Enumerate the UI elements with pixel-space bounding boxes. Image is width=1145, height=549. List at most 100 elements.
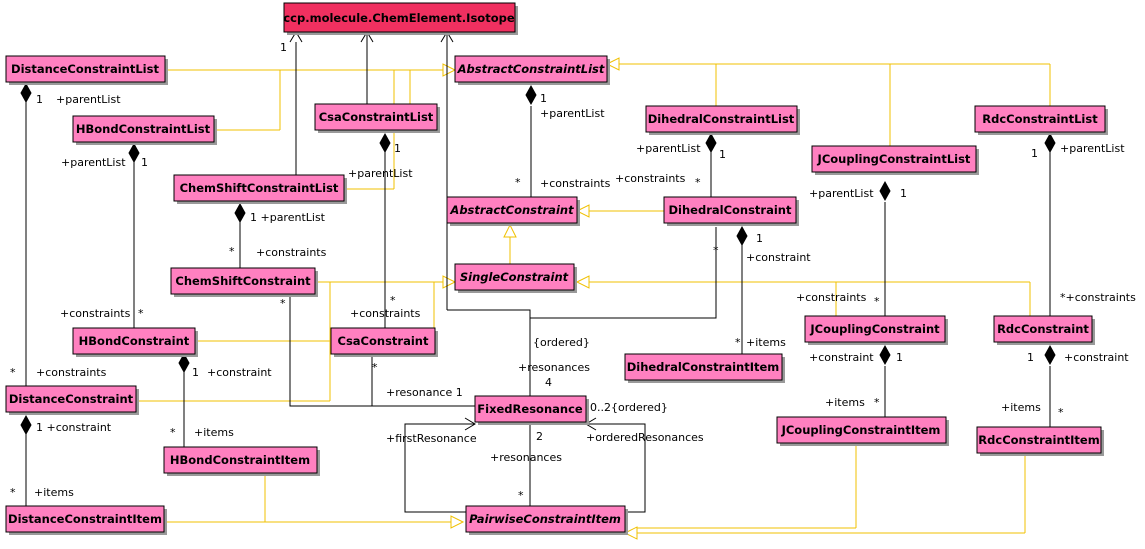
class-hbond-constraint-item-name: HBondConstraintItem (170, 453, 310, 467)
class-distance-constraint-item-name: DistanceConstraintItem (8, 512, 162, 526)
label-ordered: {ordered} (533, 336, 590, 349)
class-hbond-constraint[interactable]: HBondConstraint (72, 327, 198, 357)
class-chemshift-constraint-name: ChemShiftConstraint (175, 274, 311, 288)
label-rdc-items-role: +items (1001, 401, 1041, 414)
class-pairwise-constraint-item-name: PairwiseConstraintItem (469, 512, 621, 526)
label-csa-constraint-mult: * (390, 294, 396, 307)
label-hbond-constraint-role: +constraint (207, 366, 272, 379)
label-dihedral-list-role: +parentList (636, 142, 701, 155)
label-dihedral-resonance-mult: * (713, 244, 719, 257)
label-pairwise-item-mult: * (518, 489, 524, 502)
label-dihedral-list-mult: 1 (719, 148, 726, 161)
label-jcoupling-constraints-role: +constraints (796, 291, 867, 304)
class-csa-constraint[interactable]: CsaConstraint (330, 327, 438, 357)
class-hbond-constraint-item[interactable]: HBondConstraintItem (163, 446, 320, 476)
association-labels: 1 1 +parentList 1 +parentList +parentLis… (10, 41, 1136, 502)
label-resonance-role: +resonance 1 (386, 386, 463, 399)
label-chemshift-list-role: 1 +parentList (250, 211, 326, 224)
class-dihedral-constraint-list[interactable]: DihedralConstraintList (645, 105, 800, 135)
label-abstract-list-mult: 1 (540, 92, 547, 105)
label-first-resonance-role: +firstResonance (386, 432, 477, 445)
label-isotope-mult: 1 (280, 41, 287, 54)
class-jcoupling-constraint[interactable]: JCouplingConstraint (804, 315, 948, 345)
class-jcoupling-constraint-item[interactable]: JCouplingConstraintItem (776, 416, 949, 446)
label-hbond-list-mult: 1 (141, 156, 148, 169)
class-chemshift-constraint-list-name: ChemShiftConstraintList (180, 181, 339, 195)
label-distance-items-role: +items (34, 486, 74, 499)
class-hbond-constraint-list-name: HBondConstraintList (76, 122, 211, 136)
class-abstract-constraint[interactable]: AbstractConstraint (446, 196, 580, 226)
label-abstract-constraint-mult: * (515, 176, 521, 189)
class-hbond-constraint-name: HBondConstraint (79, 334, 190, 348)
class-chemshift-constraint[interactable]: ChemShiftConstraint (170, 267, 318, 297)
label-csa-constraints-role: +constraints (350, 307, 421, 320)
label-jcoupling-items-role: +items (825, 396, 865, 409)
class-dihedral-constraint[interactable]: DihedralConstraint (663, 196, 799, 226)
class-pairwise-constraint-item[interactable]: PairwiseConstraintItem (465, 505, 628, 535)
class-single-constraint[interactable]: SingleConstraint (454, 263, 577, 293)
class-jcoupling-constraint-list-name: JCouplingConstraintList (817, 152, 971, 166)
label-rdc-constraints-role: *+constraints (1060, 291, 1136, 304)
class-chemshift-constraint-list[interactable]: ChemShiftConstraintList (173, 174, 347, 204)
label-csa-resonance-mult: * (372, 361, 378, 374)
label-distance-list-mult: 1 (36, 93, 43, 106)
label-abstract-constraints-role: +constraints (540, 177, 611, 190)
label-rdc-constraint-role: +constraint (1064, 351, 1129, 364)
label-dihedral-item-mult-one: 1 (756, 232, 763, 245)
label-dihedral-items-role: +items (746, 336, 786, 349)
class-single-constraint-name: SingleConstraint (460, 270, 569, 284)
label-hbond-list-role: +parentList (61, 156, 126, 169)
class-distance-constraint-list[interactable]: DistanceConstraintList (5, 55, 168, 85)
label-dihedral-constraints-role: +constraints (615, 172, 686, 185)
label-distance-item-mult: * (10, 486, 16, 499)
generalization-lines (136, 63, 1051, 534)
label-distance-list-role: +parentList (56, 93, 121, 106)
class-dihedral-constraint-item[interactable]: DihedralConstraintItem (624, 353, 785, 383)
label-hbond-items-role: +items (194, 426, 234, 439)
class-isotope[interactable]: ccp.molecule.ChemElement.Isotope (283, 2, 518, 35)
class-csa-constraint-list-name: CsaConstraintList (319, 110, 434, 124)
class-dihedral-constraint-item-name: DihedralConstraintItem (627, 360, 780, 374)
label-rdc-item-mult: * (1058, 406, 1064, 419)
class-fixed-resonance-name: FixedResonance (477, 402, 583, 416)
class-abstract-constraint-list[interactable]: AbstractConstraintList (454, 55, 610, 85)
class-distance-constraint-item[interactable]: DistanceConstraintItem (5, 505, 167, 535)
class-hbond-constraint-list[interactable]: HBondConstraintList (72, 115, 217, 145)
class-jcoupling-constraint-list[interactable]: JCouplingConstraintList (811, 145, 979, 175)
class-csa-constraint-name: CsaConstraint (338, 334, 429, 348)
label-distance-constraints-role: +constraints (36, 366, 107, 379)
class-rdc-constraint[interactable]: RdcConstraint (993, 315, 1095, 345)
class-csa-constraint-list[interactable]: CsaConstraintList (314, 103, 440, 133)
class-rdc-constraint-list[interactable]: RdcConstraintList (974, 105, 1108, 135)
label-csa-list-role: +parentList (348, 167, 413, 180)
label-distance-constraint-mult: * (10, 366, 16, 379)
label-dihedral-constraint-role: +constraint (746, 251, 811, 264)
label-hbond-item-mult-one: 1 (192, 366, 199, 379)
class-jcoupling-constraint-name: JCouplingConstraint (809, 322, 940, 336)
label-hbond-constraint-mult: * (138, 307, 144, 320)
class-rdc-constraint-item[interactable]: RdcConstraintItem (976, 426, 1104, 456)
class-isotope-name: ccp.molecule.ChemElement.Isotope (283, 11, 514, 25)
label-chemshift-resonance-mult: * (280, 297, 286, 310)
label-resonances-mult: 4 (545, 376, 552, 389)
class-abstract-constraint-name: AbstractConstraint (449, 203, 574, 217)
class-abstract-constraint-list-name: AbstractConstraintList (457, 62, 605, 76)
class-distance-constraint-list-name: DistanceConstraintList (11, 62, 159, 76)
composition-diamonds (20, 82, 1056, 436)
label-ordered-resonances-mult: 0..2{ordered} (590, 401, 668, 414)
label-jcoupling-constraint-role: +constraint (809, 351, 874, 364)
label-chemshift-constraints-role: +constraints (256, 246, 327, 259)
class-fixed-resonance[interactable]: FixedResonance (474, 395, 589, 425)
label-rdc-list-role: +parentList (1060, 142, 1125, 155)
label-rdc-list-mult: 1 (1031, 147, 1038, 160)
label-jcoupling-list-role: +parentList (809, 187, 874, 200)
label-jcoupling-constraint-mult: * (874, 295, 880, 308)
label-pairwise-resonances-mult: 2 (536, 430, 543, 443)
class-distance-constraint[interactable]: DistanceConstraint (5, 385, 139, 415)
class-rdc-constraint-item-name: RdcConstraintItem (978, 433, 1099, 447)
class-distance-constraint-name: DistanceConstraint (9, 392, 134, 406)
label-ordered-resonances-role: +orderedResonances (586, 431, 704, 444)
label-csa-list-mult: 1 (394, 142, 401, 155)
label-pairwise-resonances-role: +resonances (490, 451, 562, 464)
